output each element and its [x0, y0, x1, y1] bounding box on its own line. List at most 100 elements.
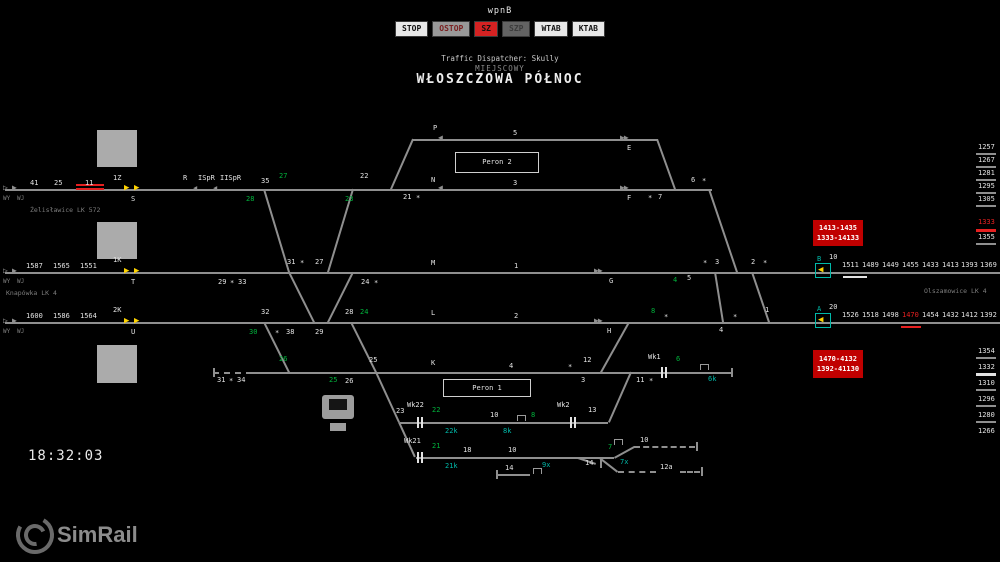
signal-label: P	[433, 124, 438, 132]
section-bar	[976, 166, 996, 168]
signal-label[interactable]: Wk1	[648, 353, 661, 361]
diagram-label: 1Z	[113, 174, 122, 182]
platform-label: Peron 1	[472, 383, 502, 392]
diagram-label: *	[275, 329, 280, 337]
gauge-marker-icon	[614, 439, 623, 445]
radio-device-icon[interactable]	[322, 395, 354, 419]
signal-label[interactable]: U	[131, 328, 136, 336]
diagram-label: 3	[581, 376, 586, 384]
diagram-label: 22	[360, 172, 369, 180]
signal-label[interactable]: Wk21	[404, 437, 421, 445]
diagram-label: 1432	[942, 311, 959, 319]
diagram-label: 29	[218, 278, 227, 286]
signal-label[interactable]: B	[817, 255, 822, 263]
diagram-label: 5	[513, 129, 518, 137]
diagram-label: 1587	[26, 262, 43, 270]
signal-label[interactable]: Wk2	[557, 401, 570, 409]
signal-label[interactable]: S	[131, 195, 136, 203]
diagram-label: 1586	[53, 312, 70, 320]
signal-arrow-icon: ◀	[438, 133, 443, 142]
diagram-label: 21	[403, 193, 412, 201]
section-bar	[901, 326, 921, 328]
button-sz[interactable]: SZ	[474, 21, 498, 37]
diagram-label: *	[733, 313, 738, 321]
radio-device-base-icon	[330, 423, 346, 431]
diagram-label: 1369	[980, 261, 997, 269]
track-segment	[600, 322, 630, 373]
diagram-label: 26	[345, 377, 354, 385]
building	[97, 130, 137, 167]
signal-label[interactable]: A	[817, 305, 822, 313]
diagram-label[interactable]: ISpR	[198, 174, 215, 182]
platform-label: Peron 2	[482, 158, 512, 166]
track-end-marker	[421, 452, 423, 463]
signal-label: H	[607, 327, 612, 335]
button-stop[interactable]: STOP	[395, 21, 429, 37]
diagram-label: 5	[687, 274, 692, 282]
diagram-label: 32	[261, 308, 270, 316]
track-end-marker	[600, 459, 602, 468]
diagram-label: 10	[829, 253, 838, 261]
platform: Peron 2	[455, 152, 539, 173]
diagram-label: 1449	[882, 261, 899, 269]
diagram-label: 3	[715, 258, 720, 266]
diagram-label: 1433	[922, 261, 939, 269]
diagram-label: 1K	[113, 256, 122, 264]
diagram-label: 1565	[53, 262, 70, 270]
diagram-label: 35	[261, 177, 270, 185]
track-end-marker	[417, 417, 419, 428]
signal-frame[interactable]	[815, 263, 831, 278]
signal-arrow-icon[interactable]: ▶	[134, 316, 140, 326]
brand-text: SimRail	[57, 522, 138, 547]
signal-arrow-icon[interactable]: ▶	[124, 316, 130, 326]
diagram-label: 6	[691, 176, 696, 184]
train-number: 1333-14133	[816, 234, 860, 242]
signal-label: E	[627, 144, 632, 152]
track-segment	[252, 372, 732, 374]
button-szp[interactable]: SZP	[502, 21, 531, 37]
track-segment	[614, 446, 635, 459]
signal-frame[interactable]	[815, 313, 831, 328]
clock: 18:32:03	[28, 448, 104, 464]
diagram-label: 1296	[978, 395, 995, 403]
track-end-marker	[661, 367, 663, 378]
signal-arrow-icon: ◀	[193, 184, 198, 192]
signal-label[interactable]: T	[131, 278, 136, 286]
button-wtab[interactable]: WTAB	[534, 21, 568, 37]
section-bar	[843, 276, 867, 278]
diagram-label: 1266	[978, 427, 995, 435]
diagram-label[interactable]: IISpR	[220, 174, 242, 182]
button-ktab[interactable]: KTAB	[571, 21, 605, 37]
diagram-label: 13	[588, 406, 597, 414]
signal-arrow-icon[interactable]: ▶	[134, 183, 140, 193]
diagram-label: *	[300, 259, 305, 267]
diagram-label: 23	[396, 407, 405, 415]
track-segment	[375, 372, 400, 423]
signal-label[interactable]: Wk22	[407, 401, 424, 409]
diagram-label: 1413	[942, 261, 959, 269]
button-ostop[interactable]: OSTOP	[432, 21, 471, 37]
diagram-label: 27	[315, 258, 324, 266]
track-end-marker	[421, 417, 423, 428]
track-segment	[412, 139, 658, 141]
diagram-label: *	[230, 279, 235, 287]
diagram-label: 25	[369, 356, 378, 364]
diagram-label: 1392	[980, 311, 997, 319]
signal-arrow-icon[interactable]: ▶	[124, 183, 130, 193]
track-segment	[5, 189, 712, 191]
signal-label: G	[609, 277, 614, 285]
signal-arrow-icon[interactable]: ▶	[124, 266, 130, 276]
signal-arrow-icon[interactable]: ◀	[818, 315, 824, 325]
diagram-label: 7	[658, 193, 663, 201]
diagram-label: 23	[345, 195, 354, 203]
signal-label[interactable]: R	[183, 174, 188, 182]
diagram-label: 22k	[445, 427, 458, 435]
signal-arrow-icon[interactable]: ◀	[818, 265, 824, 275]
section-bar	[976, 373, 996, 376]
diagram-label: 10	[508, 446, 517, 454]
signal-arrow-icon[interactable]: ▶	[134, 266, 140, 276]
